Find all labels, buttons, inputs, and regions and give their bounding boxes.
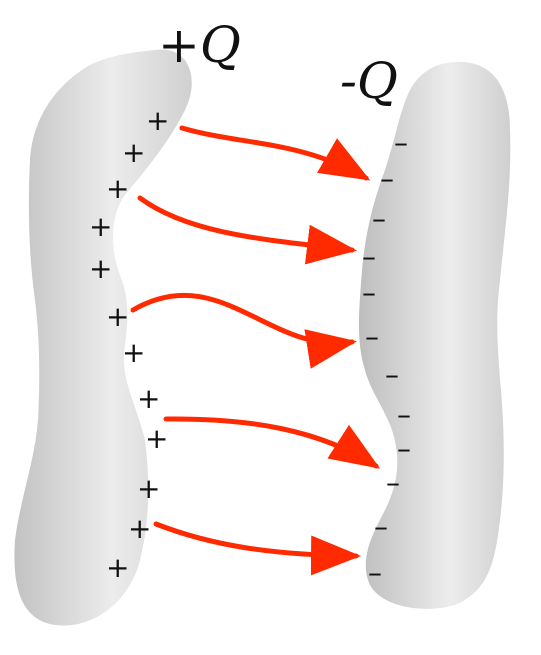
positive-charge-10: + bbox=[137, 472, 160, 505]
negative-charge-10: – bbox=[386, 466, 400, 499]
field-arrow-5 bbox=[153, 521, 361, 576]
negative-charge-5: – bbox=[362, 276, 376, 309]
positive-charge-12: + bbox=[106, 551, 129, 584]
negative-charge-label: -Q bbox=[340, 52, 398, 110]
negative-charge-7: – bbox=[385, 358, 399, 391]
positive-charge-8: + bbox=[137, 382, 160, 415]
negative-charge-2: – bbox=[380, 162, 394, 195]
negative-charge-8: – bbox=[397, 398, 411, 431]
negative-charges: – – – – – – – – – – – – bbox=[362, 126, 411, 589]
positive-charge-5: + bbox=[89, 252, 112, 285]
negative-charge-3: – bbox=[372, 202, 386, 235]
positive-charge-1: + bbox=[146, 104, 169, 137]
negative-charge-4: – bbox=[362, 240, 376, 273]
negative-charge-12: – bbox=[368, 556, 382, 589]
field-arrow-4 bbox=[163, 416, 381, 469]
positive-charge-label: +Q bbox=[158, 16, 241, 74]
positive-charges: + + + + + + + + + + + + bbox=[89, 104, 169, 584]
field-arrows bbox=[130, 125, 381, 576]
positive-charge-4: + bbox=[89, 210, 112, 243]
positive-conductor bbox=[14, 49, 192, 626]
positive-charge-11: + bbox=[128, 512, 151, 545]
positive-charge-2: + bbox=[122, 136, 145, 169]
field-arrow-3 bbox=[130, 292, 357, 369]
negative-charge-11: – bbox=[374, 510, 388, 543]
field-arrow-1 bbox=[179, 125, 371, 181]
negative-charge-9: – bbox=[397, 432, 411, 465]
positive-charge-7: + bbox=[122, 336, 145, 369]
positive-charge-9: + bbox=[145, 422, 168, 455]
negative-charge-1: – bbox=[394, 126, 408, 159]
negative-conductor bbox=[358, 61, 511, 609]
positive-charge-3: + bbox=[106, 172, 129, 205]
field-arrow-2 bbox=[137, 195, 357, 265]
negative-charge-6: – bbox=[365, 320, 379, 353]
positive-charge-6: + bbox=[106, 300, 129, 333]
